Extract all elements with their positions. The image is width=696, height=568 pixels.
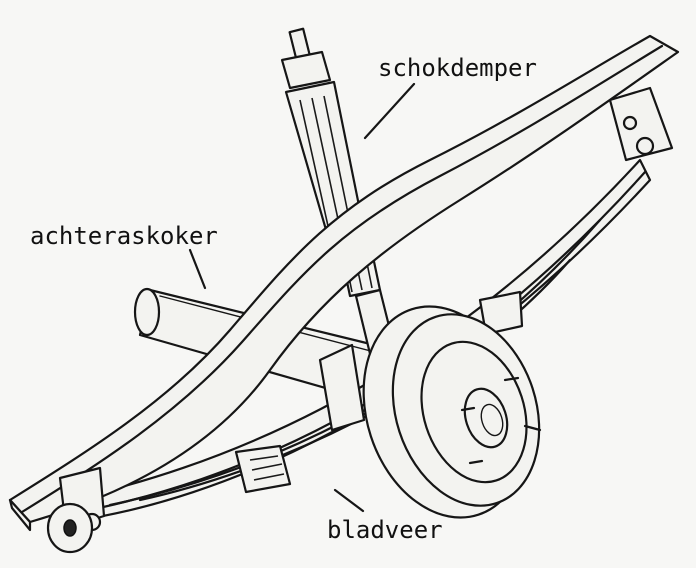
shock-absorber-label: schokdemper <box>378 54 537 82</box>
axle-tube-label: achteraskoker <box>30 222 218 250</box>
leaf-spring-leader-line <box>333 488 365 513</box>
chassis-frame <box>8 34 680 554</box>
brake-drum <box>362 305 542 519</box>
leaf-spring-label: bladveer <box>327 516 443 544</box>
axle-tube-leader-line <box>188 248 207 290</box>
shock-absorber-leader-line <box>363 82 416 140</box>
leaf-spring <box>68 86 674 522</box>
